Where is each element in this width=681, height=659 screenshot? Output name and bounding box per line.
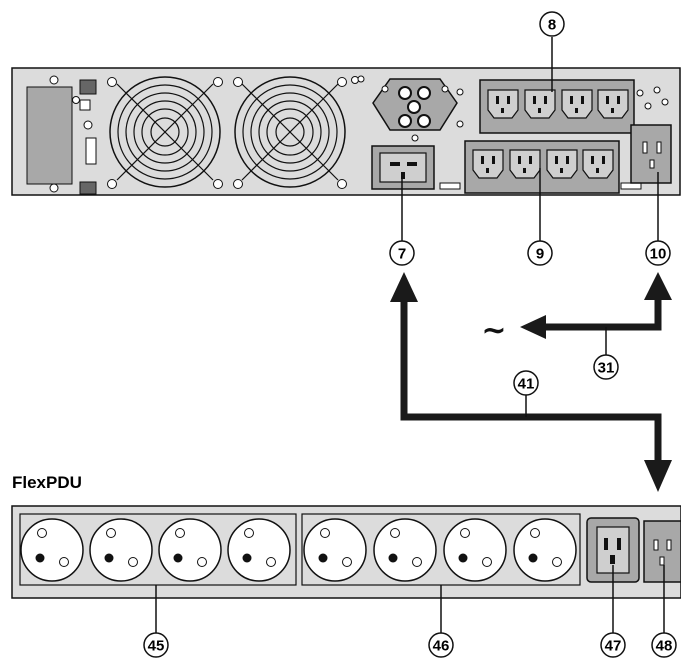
pdu-outlet-45-1 xyxy=(20,518,84,582)
output-socket-7 xyxy=(371,145,435,190)
callout-label: 45 xyxy=(148,638,165,655)
callout-47: 47 xyxy=(600,565,626,658)
ups-port-block xyxy=(26,75,97,195)
callout-label: 9 xyxy=(536,246,544,263)
callout-7: 7 xyxy=(389,176,415,266)
callout-label: 7 xyxy=(398,246,406,263)
callout-45: 45 xyxy=(143,585,169,658)
callout-label: 46 xyxy=(433,638,450,655)
callout-label: 10 xyxy=(650,246,667,263)
callout-label: 8 xyxy=(548,17,556,34)
input-socket-10 xyxy=(630,124,672,184)
callout-9: 9 xyxy=(527,168,553,266)
ac-mains-symbol: ∼ xyxy=(481,313,506,348)
pdu-outlet-45-3 xyxy=(158,518,222,582)
callout-48: 48 xyxy=(651,565,677,658)
pdu-outlet-45-2 xyxy=(89,518,153,582)
callout-8: 8 xyxy=(539,11,565,92)
fan-left xyxy=(107,76,223,189)
pdu-outlet-46-4 xyxy=(513,518,577,582)
outlet-group-9 xyxy=(464,140,620,194)
flexpdu-unit xyxy=(11,505,681,599)
battery-connector xyxy=(372,78,458,142)
outlet-8-2 xyxy=(524,89,556,119)
outlet-9-1 xyxy=(472,149,504,179)
callout-10: 10 xyxy=(645,172,671,266)
callout-label: 48 xyxy=(656,638,673,655)
pdu-outlet-46-2 xyxy=(373,518,437,582)
outlet-group-8 xyxy=(479,79,635,134)
outlet-8-1 xyxy=(487,89,519,119)
outlet-group-46 xyxy=(301,513,581,586)
pdu-socket-47 xyxy=(586,517,640,583)
outlet-9-3 xyxy=(546,149,578,179)
cable-31-mains: 31 xyxy=(520,272,672,380)
flexpdu-label: FlexPDU xyxy=(12,473,82,492)
pdu-outlet-46-1 xyxy=(303,518,367,582)
pdu-socket-48 xyxy=(643,520,681,583)
callout-label: 47 xyxy=(605,638,622,655)
outlet-8-3 xyxy=(561,89,593,119)
ups-rear-panel xyxy=(11,67,681,196)
outlet-9-4 xyxy=(582,149,614,179)
outlet-9-2 xyxy=(509,149,541,179)
panel-screws xyxy=(357,75,669,128)
callout-label: 41 xyxy=(518,376,535,393)
pdu-outlet-46-3 xyxy=(443,518,507,582)
slot-right xyxy=(620,182,642,190)
fan-right xyxy=(233,76,359,189)
slot-left xyxy=(439,182,461,190)
outlet-group-45 xyxy=(19,513,297,586)
pdu-outlet-45-4 xyxy=(227,518,291,582)
callout-46: 46 xyxy=(428,585,454,658)
callout-label: 31 xyxy=(598,360,615,377)
cable-41-ups-to-pdu: 41 xyxy=(390,272,672,492)
outlet-8-4 xyxy=(597,89,629,119)
